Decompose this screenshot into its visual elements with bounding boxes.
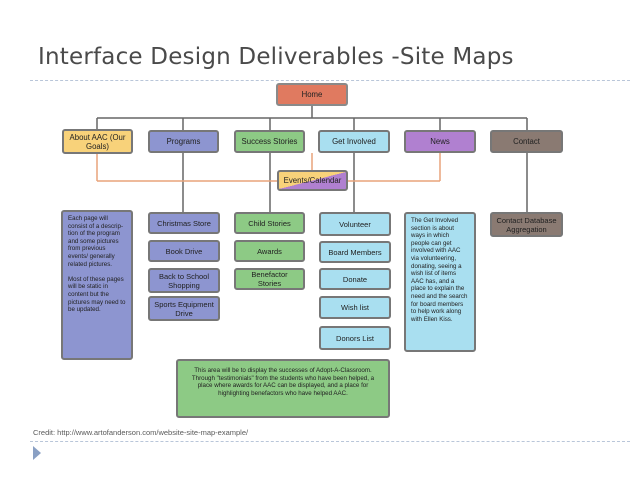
slide-title: Interface Design Deliverables -Site Maps	[38, 44, 514, 70]
home-node: Home	[276, 83, 348, 106]
programs-node: Programs	[148, 130, 219, 153]
success-child: Child Stories	[234, 212, 305, 234]
programs-child: Christmas Store	[148, 212, 220, 234]
contact-node: Contact	[490, 130, 563, 153]
contact-child: Contact Database Aggregation	[490, 212, 563, 237]
programs-child: Sports Equipment Drive	[148, 296, 220, 321]
involved-child: Donors List	[319, 326, 391, 350]
involved-child: Wish list	[319, 296, 391, 319]
success-child: Awards	[234, 240, 305, 262]
events-calendar-node: Events/Calendar	[277, 170, 348, 191]
credit-text: Credit: http://www.artofanderson.com/web…	[33, 428, 249, 437]
programs-child: Book Drive	[148, 240, 220, 262]
success-stories-node: Success Stories	[234, 130, 305, 153]
about-note: Each page will consist of a descrip-tion…	[61, 210, 133, 360]
involved-child: Volunteer	[319, 212, 391, 236]
involved-child: Board Members	[319, 241, 391, 263]
programs-child: Back to School Shopping	[148, 268, 220, 293]
success-child: Benefactor Stories	[234, 268, 305, 290]
title-divider	[30, 80, 630, 81]
news-node: News	[404, 130, 476, 153]
about-node: About AAC (Our Goals)	[62, 129, 133, 154]
footer-divider	[30, 441, 630, 442]
slide-bullet-icon	[33, 446, 41, 460]
involved-child: Donate	[319, 268, 391, 290]
get-involved-note: The Get Involved section is about ways i…	[404, 212, 476, 352]
get-involved-node: Get Involved	[318, 130, 390, 153]
success-note: This area will be to display the success…	[176, 359, 390, 418]
